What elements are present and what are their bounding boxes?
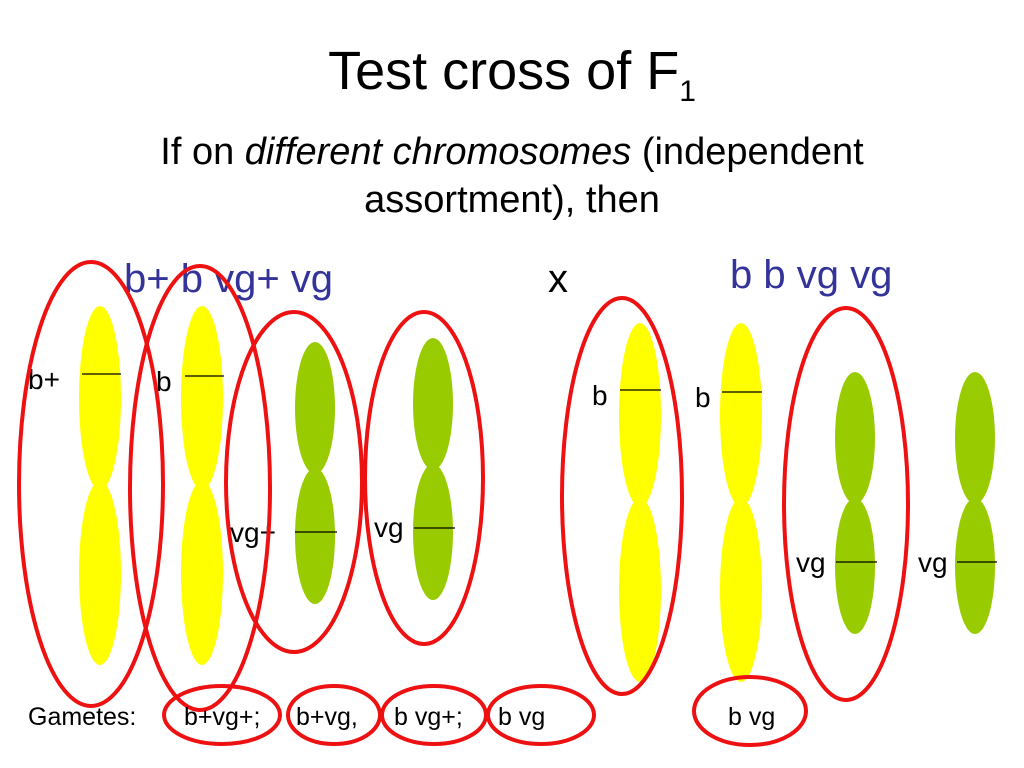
slide-title: Test cross of F1 bbox=[328, 41, 696, 108]
gamete-3: b vg+; bbox=[394, 703, 463, 731]
gamete-4: b vg bbox=[498, 703, 545, 731]
chromosome-vg-left bbox=[413, 338, 453, 600]
title-subscript: 1 bbox=[679, 74, 696, 108]
subtitle-emphasis: different chromosomes bbox=[244, 131, 632, 173]
label-b-plus: b+ bbox=[28, 364, 60, 395]
gamete-right: b vg bbox=[728, 703, 775, 731]
chromosome-b-plus bbox=[79, 306, 121, 665]
chromosome-vg-right-2 bbox=[955, 372, 995, 634]
chromosome-b-left bbox=[181, 306, 223, 665]
slide-subtitle: If on different chromosomes (independent… bbox=[160, 131, 864, 221]
gametes-label: Gametes: bbox=[28, 703, 136, 731]
label-b-right-1: b bbox=[592, 380, 608, 411]
chromosome-vg-right-1 bbox=[835, 372, 875, 634]
cross-symbol: x bbox=[548, 257, 568, 301]
locus-markers bbox=[82, 373, 997, 563]
gamete-1: b+vg+; bbox=[184, 703, 260, 731]
chromosome-b-right-1 bbox=[619, 323, 661, 682]
chromosome-circles bbox=[17, 260, 910, 712]
label-vg-right-1: vg bbox=[796, 547, 826, 578]
label-b-right-2: b bbox=[695, 382, 711, 413]
label-vg-right-2: vg bbox=[918, 547, 948, 578]
chromosome-b-right-2 bbox=[720, 323, 762, 682]
label-b-left: b bbox=[156, 366, 172, 397]
label-vg-left: vg bbox=[374, 512, 404, 543]
gamete-circles bbox=[162, 675, 808, 747]
chromosome-vg-plus bbox=[295, 342, 335, 604]
gamete-2: b+vg, bbox=[296, 703, 358, 731]
left-genotype: b+ b vg+ vg bbox=[124, 257, 333, 301]
right-genotype: b b vg vg bbox=[730, 253, 892, 297]
